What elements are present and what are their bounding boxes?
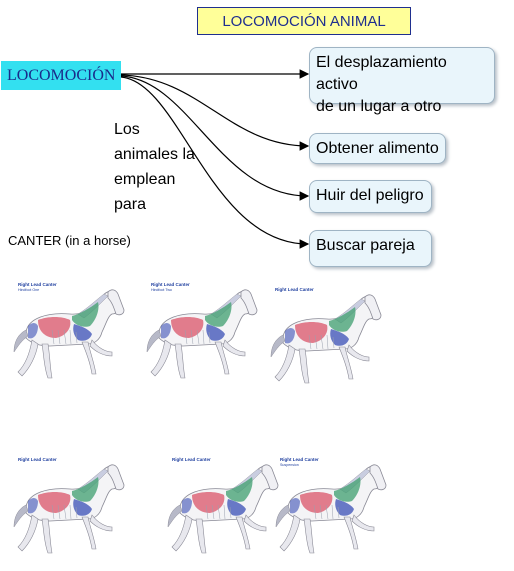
target-pareja-line: Buscar pareja (316, 237, 415, 254)
target-peligro-line: Huir del peligro (316, 187, 424, 204)
connector-text-line-4: para (114, 196, 147, 213)
horse-skeleton-muscle-illustration (270, 294, 382, 384)
figure-label: Right Lead Canter (172, 457, 211, 462)
horse-skeleton-muscle-illustration (167, 464, 279, 554)
figure-sublabel: Hindfoot Two (151, 288, 172, 292)
figure-label: Right Lead Canter (18, 282, 57, 287)
connector-text-line-3: emplean (114, 171, 176, 188)
target-desplazamiento-line-1: El desplazamiento activo (316, 54, 447, 93)
arrow-to-peligro (120, 75, 310, 201)
connector-text: Los animales la emplean para (114, 117, 214, 217)
horse-skeleton-muscle-illustration (13, 289, 125, 379)
target-alimento-line: Obtener alimento (316, 140, 439, 157)
horse-skeleton-muscle-illustration (146, 289, 258, 379)
target-desplazamiento: El desplazamiento activo de un lugar a o… (309, 47, 495, 115)
figure-label: Right Lead Canter (18, 457, 57, 462)
horse-skeleton-muscle-illustration (13, 464, 125, 554)
target-alimento: Obtener alimento (309, 133, 446, 164)
figure-sublabel: Suspension (280, 463, 299, 467)
horse-anatomy-figure: Right Lead Canter (265, 285, 385, 395)
section-label-canter: CANTER (in a horse) (8, 233, 131, 248)
connector-text-line-1: Los (114, 121, 140, 138)
figure-sublabel: Hindfoot One (18, 288, 40, 292)
figure-label: Right Lead Canter (151, 282, 190, 287)
target-pareja: Buscar pareja (309, 230, 432, 267)
arrow-to-alimento (120, 74, 310, 151)
target-peligro: Huir del peligro (309, 180, 432, 213)
connector-text-line-2: animales la (114, 146, 195, 163)
horse-anatomy-figure: Right Lead Canter (162, 455, 282, 565)
figure-label: Right Lead Canter (275, 287, 314, 292)
horse-skeleton-muscle-illustration (275, 464, 387, 554)
arrow-to-pareja (120, 76, 310, 249)
diagram-title: LOCOMOCIÓN ANIMAL (197, 7, 411, 35)
source-node-locomocion: LOCOMOCIÓN (1, 61, 121, 90)
target-desplazamiento-line-2: de un lugar a otro (316, 98, 442, 115)
figure-label: Right Lead Canter (280, 457, 319, 462)
horse-anatomy-figure: Right Lead Canter (8, 455, 128, 565)
